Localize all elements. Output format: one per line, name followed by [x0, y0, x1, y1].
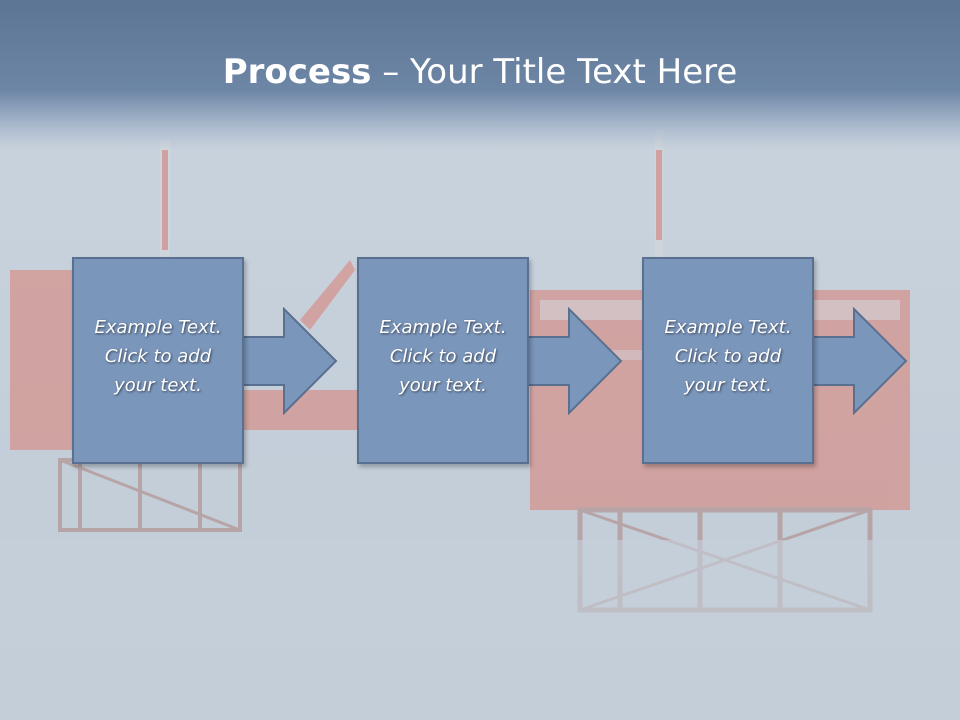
step-text-line: Click to add — [104, 346, 212, 367]
step-text-line: Click to add — [389, 346, 497, 367]
step-text-line: your text. — [684, 375, 772, 396]
slide-title[interactable]: Process – Your Title Text Here — [0, 52, 960, 92]
step-text-line: Example Text. — [664, 317, 792, 338]
process-step-text: Example Text. Click to add your text. — [74, 313, 242, 400]
process-step-box-2[interactable]: Example Text. Click to add your text. — [357, 257, 529, 464]
arrow-right-icon — [812, 307, 908, 415]
arrow-right-icon — [242, 307, 338, 415]
step-text-line: Example Text. — [379, 317, 507, 338]
process-step-text: Example Text. Click to add your text. — [644, 313, 812, 400]
title-rest-part: – Your Title Text Here — [371, 52, 738, 92]
title-bold-part: Process — [222, 52, 372, 92]
step-text-line: Example Text. — [94, 317, 222, 338]
step-text-line: your text. — [114, 375, 202, 396]
process-step-box-1[interactable]: Example Text. Click to add your text. — [72, 257, 244, 464]
process-step-text: Example Text. Click to add your text. — [359, 313, 527, 400]
title-band — [0, 0, 960, 150]
step-text-line: your text. — [399, 375, 487, 396]
arrow-right-icon — [527, 307, 623, 415]
step-text-line: Click to add — [674, 346, 782, 367]
process-step-box-3[interactable]: Example Text. Click to add your text. — [642, 257, 814, 464]
